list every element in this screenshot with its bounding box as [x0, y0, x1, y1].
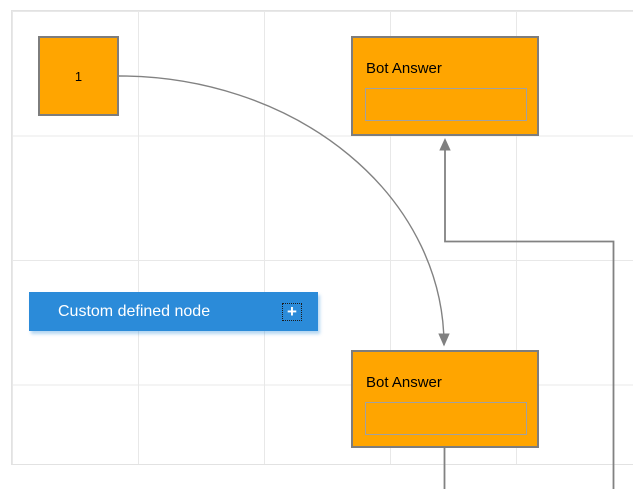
custom-node-label: Custom defined node	[58, 302, 211, 320]
arrowhead-down-icon	[438, 333, 450, 347]
node-title: Bot Answer	[366, 60, 442, 77]
connector-curve[interactable]	[118, 75, 445, 346]
node-bot-answer-top[interactable]: Bot Answer	[351, 36, 539, 136]
connector-orthogonal[interactable]	[444, 150, 615, 489]
add-node-button[interactable]: +	[282, 301, 302, 321]
node-custom-defined[interactable]: Custom defined node +	[29, 292, 318, 331]
node-start[interactable]: 1	[38, 36, 119, 116]
node-title: Bot Answer	[366, 374, 442, 391]
node-text-field[interactable]	[365, 402, 527, 435]
node-start-label: 1	[74, 68, 83, 84]
plus-icon: +	[287, 301, 297, 321]
node-text-field[interactable]	[365, 88, 527, 121]
arrowhead-up-icon	[439, 138, 451, 151]
node-bot-answer-bottom[interactable]: Bot Answer	[351, 350, 539, 448]
